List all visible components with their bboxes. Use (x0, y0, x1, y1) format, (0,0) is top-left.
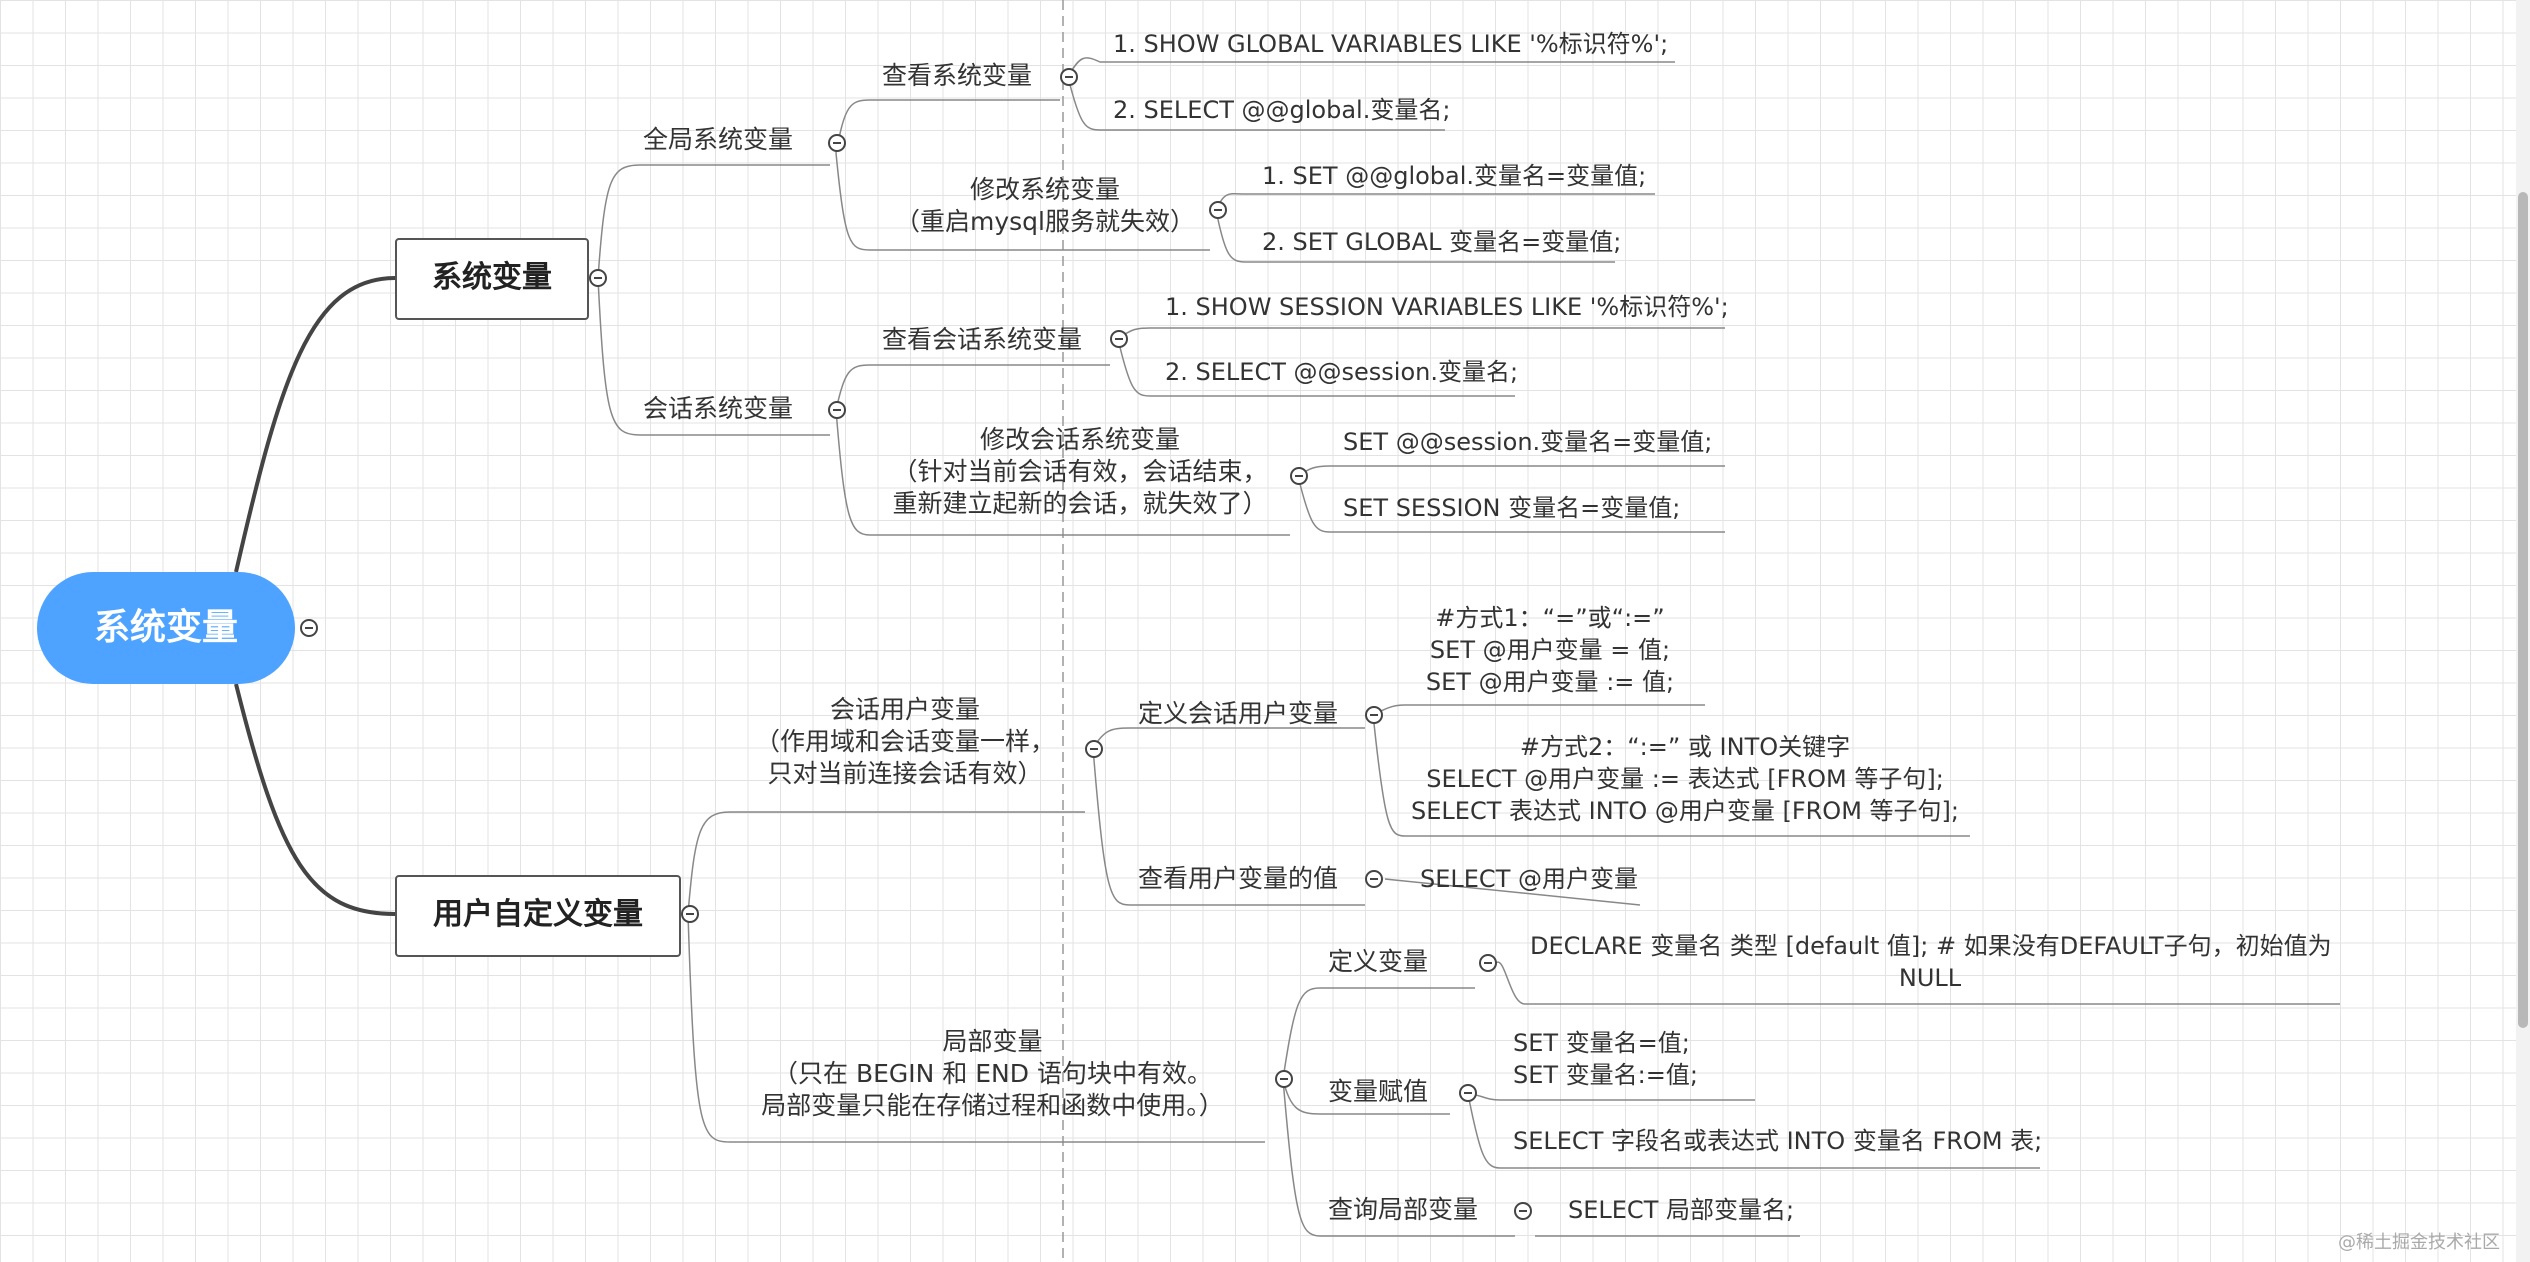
collapse-icon[interactable] (1275, 1070, 1293, 1088)
topic-query-local-variable[interactable]: 查询局部变量 (1328, 1195, 1479, 1224)
leaf-select-global[interactable]: 2. SELECT @@global.变量名; (1113, 96, 1451, 124)
topic-local-variables[interactable]: 局部变量 （只在 BEGIN 和 END 语句块中有效。 局部变量只能在存储过程… (761, 1027, 1224, 1120)
leaf-set-variable[interactable]: SET 变量名=值; SET 变量名:=值; (1513, 1029, 1698, 1089)
topic-define-variable[interactable]: 定义变量 (1328, 947, 1429, 976)
leaf-select-into[interactable]: SELECT 字段名或表达式 INTO 变量名 FROM 表; (1513, 1127, 2043, 1155)
collapse-icon[interactable] (1290, 467, 1308, 485)
watermark: @稀土掘金技术社区 (2338, 1232, 2500, 1253)
leaf-set-global-at[interactable]: 1. SET @@global.变量名=变量值; (1262, 162, 1647, 190)
collapse-icon[interactable] (1514, 1202, 1532, 1220)
leaf-set-session-at[interactable]: SET @@session.变量名=变量值; (1343, 428, 1713, 456)
topic-modify-system-variables[interactable]: 修改系统变量 （重启mysql服务就失效） (895, 175, 1195, 236)
collapse-icon[interactable] (1060, 68, 1078, 86)
root-topic[interactable]: 系统变量 (37, 572, 295, 684)
topic-global-system-variables[interactable]: 全局系统变量 (643, 125, 794, 154)
leaf-select-session[interactable]: 2. SELECT @@session.变量名; (1165, 358, 1519, 386)
leaf-select-user-variable[interactable]: SELECT @用户变量 (1420, 865, 1638, 893)
collapse-icon[interactable] (1459, 1084, 1477, 1102)
leaf-set-session[interactable]: SET SESSION 变量名=变量值; (1343, 494, 1681, 522)
topic-view-session-variables[interactable]: 查看会话系统变量 (882, 325, 1083, 354)
collapse-icon[interactable] (1365, 706, 1383, 724)
topic-modify-session-variables[interactable]: 修改会话系统变量 （针对当前会话有效，会话结束， 重新建立起新的会话，就失效了） (892, 425, 1268, 518)
topic-view-system-variables[interactable]: 查看系统变量 (882, 61, 1033, 90)
leaf-show-session-variables[interactable]: 1. SHOW SESSION VARIABLES LIKE '%标识符%'; (1165, 293, 1729, 321)
collapse-icon[interactable] (589, 269, 607, 287)
collapse-icon[interactable] (300, 619, 318, 637)
topic-define-session-user-variable[interactable]: 定义会话用户变量 (1138, 699, 1339, 728)
leaf-show-global-variables[interactable]: 1. SHOW GLOBAL VARIABLES LIKE '%标识符%'; (1113, 30, 1669, 58)
topic-user-variables[interactable]: 用户自定义变量 (395, 875, 681, 957)
collapse-icon[interactable] (681, 905, 699, 923)
collapse-icon[interactable] (1479, 954, 1497, 972)
leaf-set-global[interactable]: 2. SET GLOBAL 变量名=变量值; (1262, 228, 1622, 256)
leaf-method-1[interactable]: #方式1：“=”或“:=” SET @用户变量 = 值; SET @用户变量 :… (1425, 604, 1675, 696)
topic-assign-variable[interactable]: 变量赋值 (1328, 1077, 1429, 1106)
collapse-icon[interactable] (1365, 870, 1383, 888)
leaf-method-2[interactable]: #方式2：“:=” 或 INTO关键字 SELECT @用户变量 := 表达式 … (1411, 733, 1959, 825)
vertical-scrollbar[interactable] (2516, 0, 2530, 1262)
collapse-icon[interactable] (828, 134, 846, 152)
collapse-icon[interactable] (1085, 740, 1103, 758)
topic-view-user-variable[interactable]: 查看用户变量的值 (1138, 864, 1339, 893)
scrollbar-thumb[interactable] (2518, 192, 2528, 1028)
collapse-icon[interactable] (1110, 330, 1128, 348)
leaf-declare[interactable]: DECLARE 变量名 类型 [default 值]; # 如果没有DEFAUL… (1530, 932, 2332, 992)
collapse-icon[interactable] (828, 401, 846, 419)
topic-system-variables[interactable]: 系统变量 (395, 238, 589, 320)
topic-session-user-variables[interactable]: 会话用户变量 （作用域和会话变量一样， 只对当前连接会话有效） (754, 695, 1055, 788)
topic-session-system-variables[interactable]: 会话系统变量 (643, 394, 794, 423)
leaf-select-local[interactable]: SELECT 局部变量名; (1568, 1196, 1795, 1224)
collapse-icon[interactable] (1209, 201, 1227, 219)
